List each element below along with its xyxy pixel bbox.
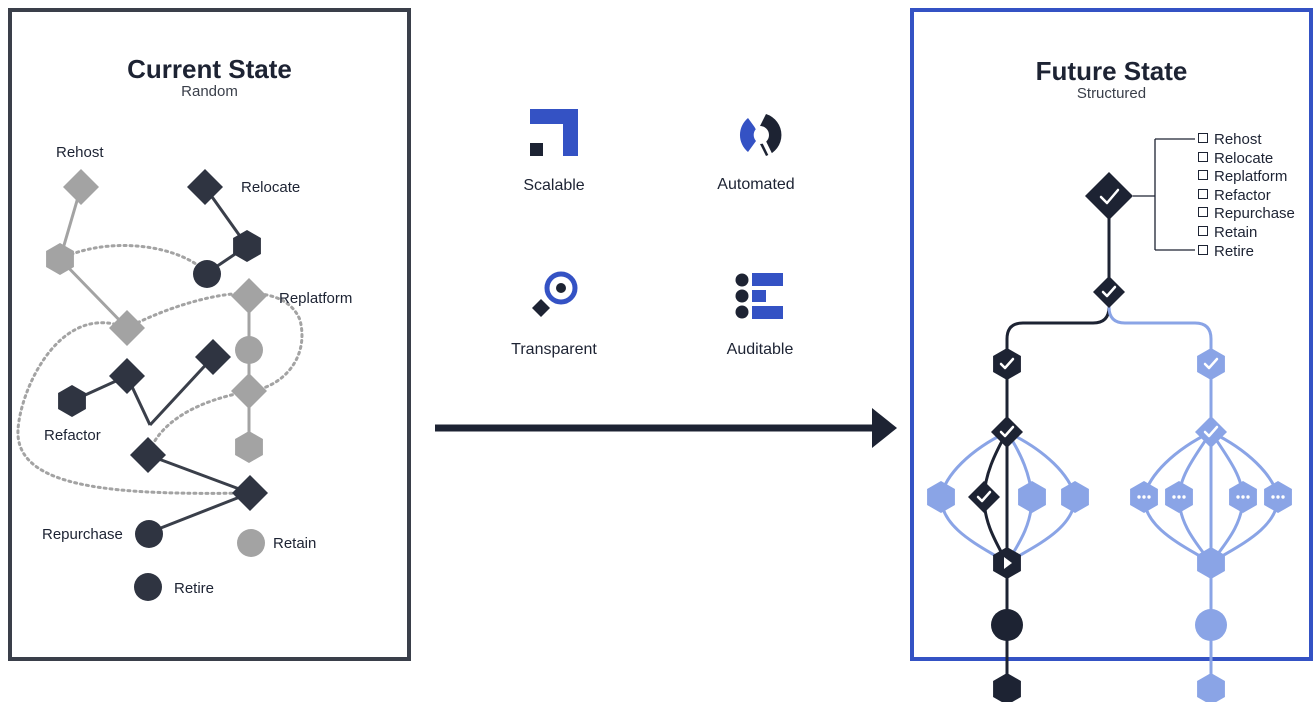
checkbox-icon: [1198, 207, 1208, 218]
gray-circle-node: [235, 336, 263, 364]
navy-hexagon: [993, 673, 1021, 702]
transition-arrow: [435, 408, 897, 448]
dotted-link: [146, 389, 252, 457]
replatform-diamond-node: [231, 278, 267, 314]
navy-circle-node: [193, 260, 221, 288]
automated-label: Automated: [717, 176, 795, 193]
checklist-item: Rehost: [1198, 131, 1295, 150]
checklist-item: Repurchase: [1198, 205, 1295, 224]
check-icon: [1203, 357, 1219, 370]
retire-legend-circle: [134, 573, 162, 601]
light-blue-hexagon: [927, 481, 955, 513]
retain-legend-circle: [237, 529, 265, 557]
checkbox-icon: [1198, 151, 1208, 162]
replatform-label: Replatform: [279, 290, 353, 307]
current-state-graph: [16, 169, 304, 601]
current-state-title: Current State: [127, 54, 292, 84]
auditable-label: Auditable: [726, 341, 794, 358]
checklist-item: Replatform: [1198, 168, 1295, 187]
dotted-link: [125, 291, 304, 393]
refactor-label: Refactor: [44, 427, 101, 444]
root-check-diamond: [1085, 172, 1133, 220]
transparent-label: Transparent: [511, 341, 597, 358]
play-icon: [1004, 557, 1012, 569]
checklist-item: Refactor: [1198, 187, 1295, 206]
dotted-link: [16, 321, 252, 495]
scalable-icon: [530, 109, 578, 156]
light-blue-circle: [1195, 609, 1227, 641]
retire-label: Retire: [174, 580, 215, 597]
navy-circle: [991, 609, 1023, 641]
future-state-title: Future State: [1035, 56, 1188, 86]
light-blue-hexagon: [1061, 481, 1089, 513]
checkbox-icon: [1198, 133, 1208, 143]
navy-diamond-node: [232, 475, 268, 511]
check-icon: [999, 425, 1015, 438]
check-icon: [1203, 425, 1219, 438]
transparent-icon: [532, 271, 578, 317]
navy-diamond-node: [130, 437, 166, 473]
migration-checklist: Rehost Relocate Replatform Refactor Repu…: [1198, 131, 1295, 261]
ellipsis-icons: [1137, 495, 1285, 499]
gray-diamond-node: [231, 373, 267, 409]
checklist-item: Retain: [1198, 224, 1295, 243]
automated-icon: [739, 112, 782, 159]
current-state-panel: [8, 8, 411, 661]
future-state-subtitle: Structured: [1076, 85, 1147, 102]
relocate-diamond-node: [187, 169, 223, 205]
checkbox-icon: [1198, 188, 1208, 199]
checklist-item: Retire: [1198, 243, 1295, 262]
checkbox-icon: [1198, 244, 1208, 255]
check-icon: [999, 357, 1015, 370]
checklist-item: Relocate: [1198, 150, 1295, 169]
rehost-diamond-node: [63, 169, 99, 205]
auditable-icon: [735, 273, 783, 319]
retain-label: Retain: [273, 535, 317, 552]
check-icon: [976, 490, 992, 503]
check-icon: [1099, 188, 1120, 205]
current-state-subtitle: Random: [181, 83, 238, 100]
future-state-graph: [927, 138, 1292, 702]
checkbox-icon: [1198, 225, 1208, 236]
future-state-panel: [910, 8, 1313, 661]
repurchase-circle-node: [135, 520, 163, 548]
rehost-label: Rehost: [56, 144, 104, 161]
checkbox-icon: [1198, 170, 1208, 181]
navy-diamond-node: [109, 358, 145, 394]
refactor-hexagon-node: [58, 385, 86, 417]
light-blue-hexagon: [1018, 481, 1046, 513]
dotted-link: [58, 243, 209, 275]
scalable-label: Scalable: [523, 177, 585, 194]
light-blue-hexagon: [1197, 673, 1225, 702]
check-icon: [1101, 285, 1117, 298]
relocate-label: Relocate: [241, 179, 301, 196]
repurchase-label: Repurchase: [42, 526, 123, 543]
gray-hexagon-node: [235, 431, 263, 463]
